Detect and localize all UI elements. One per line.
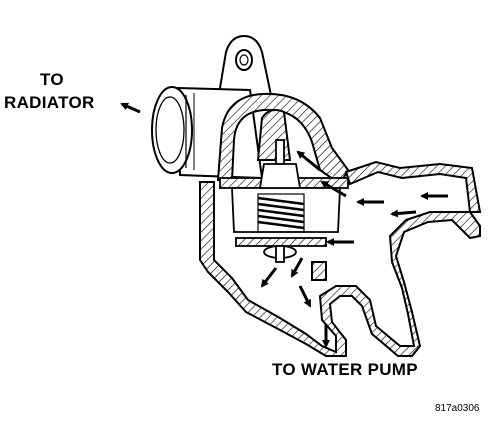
arrow-icon xyxy=(298,285,312,308)
thermostat xyxy=(219,139,349,263)
arrow-icon xyxy=(290,257,304,278)
to-radiator-label-line2: RADIATOR xyxy=(4,93,95,112)
flow-arrows xyxy=(120,102,448,348)
figure-code: 817a0306 xyxy=(435,403,480,414)
to-radiator-label-line1: TO xyxy=(40,70,64,89)
arrow-icon xyxy=(390,209,417,218)
arrow-icon xyxy=(120,102,141,114)
mounting-ear xyxy=(216,34,274,101)
arrow-icon xyxy=(320,180,347,198)
arrow-icon xyxy=(296,150,321,172)
arrow-icon xyxy=(260,267,278,288)
to-water-pump-label: TO WATER PUMP xyxy=(272,360,418,379)
radiator-outlet-neck xyxy=(151,86,264,180)
engine-casting xyxy=(199,160,482,357)
